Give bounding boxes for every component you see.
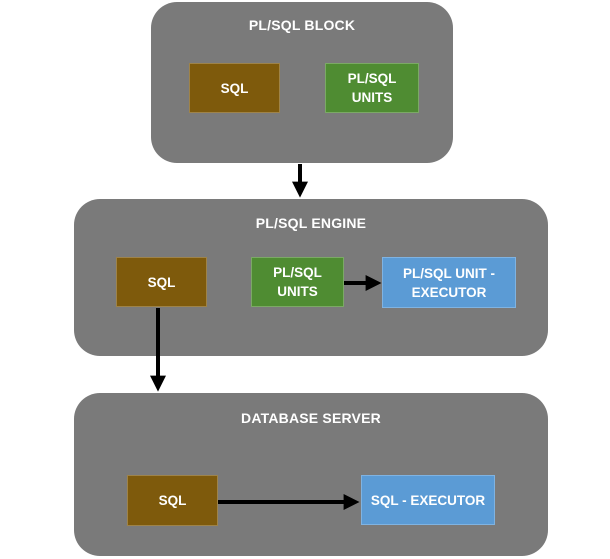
plsql-block-title: PL/SQL BLOCK: [248, 17, 356, 33]
plsql-block-panel: PL/SQL BLOCK SQL PL/SQL UNITS: [151, 2, 453, 163]
database-server-panel: DATABASE SERVER SQL SQL - EXECUTOR: [74, 393, 548, 556]
database-server-title: DATABASE SERVER: [241, 410, 381, 426]
server-sql-box: SQL: [127, 475, 218, 526]
engine-plsql-units-box: PL/SQL UNITS: [251, 257, 344, 307]
sql-executor-box: SQL - EXECUTOR: [361, 475, 495, 525]
plsql-unit-executor-box: PL/SQL UNIT - EXECUTOR: [382, 257, 516, 308]
plsql-engine-panel: PL/SQL ENGINE SQL PL/SQL UNITS PL/SQL UN…: [74, 199, 548, 356]
block-sql-box: SQL: [189, 63, 280, 113]
plsql-engine-title: PL/SQL ENGINE: [255, 215, 367, 231]
block-plsql-units-box: PL/SQL UNITS: [325, 63, 419, 113]
engine-sql-box: SQL: [116, 257, 207, 307]
